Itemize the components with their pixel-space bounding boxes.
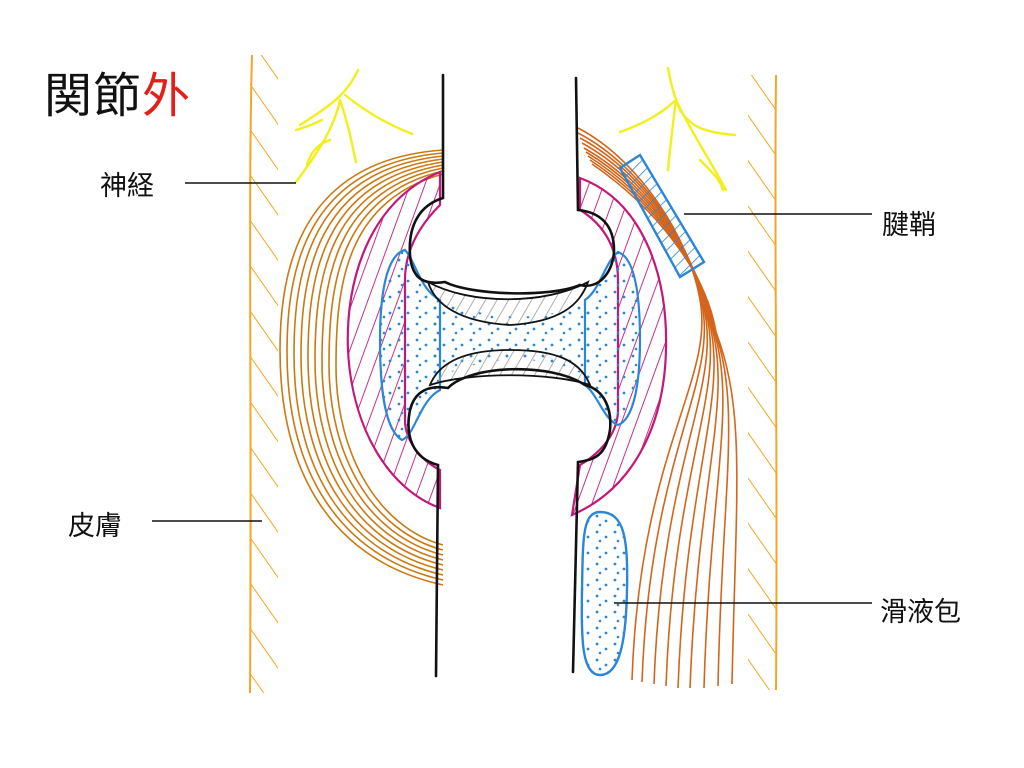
skin-right [748, 74, 778, 691]
label-nerve: 神経 [100, 171, 154, 202]
title-accent: 外 [142, 68, 192, 124]
synovial-bursa [580, 510, 629, 677]
nerve-right [618, 66, 737, 192]
skin-left [249, 54, 278, 694]
nerve-left [294, 68, 414, 184]
ligament-left [279, 149, 444, 586]
label-bursa: 滑液包 [880, 597, 961, 628]
tendon-sheath [618, 153, 706, 279]
label-tendon-sheath: 腱鞘 [882, 210, 936, 241]
leader-lines [152, 182, 872, 604]
title-main: 関節 [44, 68, 143, 124]
bone-upper [408, 73, 616, 295]
bone-lower [407, 367, 612, 678]
label-skin: 皮膚 [68, 511, 122, 542]
page-title: 関節外 [44, 56, 191, 126]
